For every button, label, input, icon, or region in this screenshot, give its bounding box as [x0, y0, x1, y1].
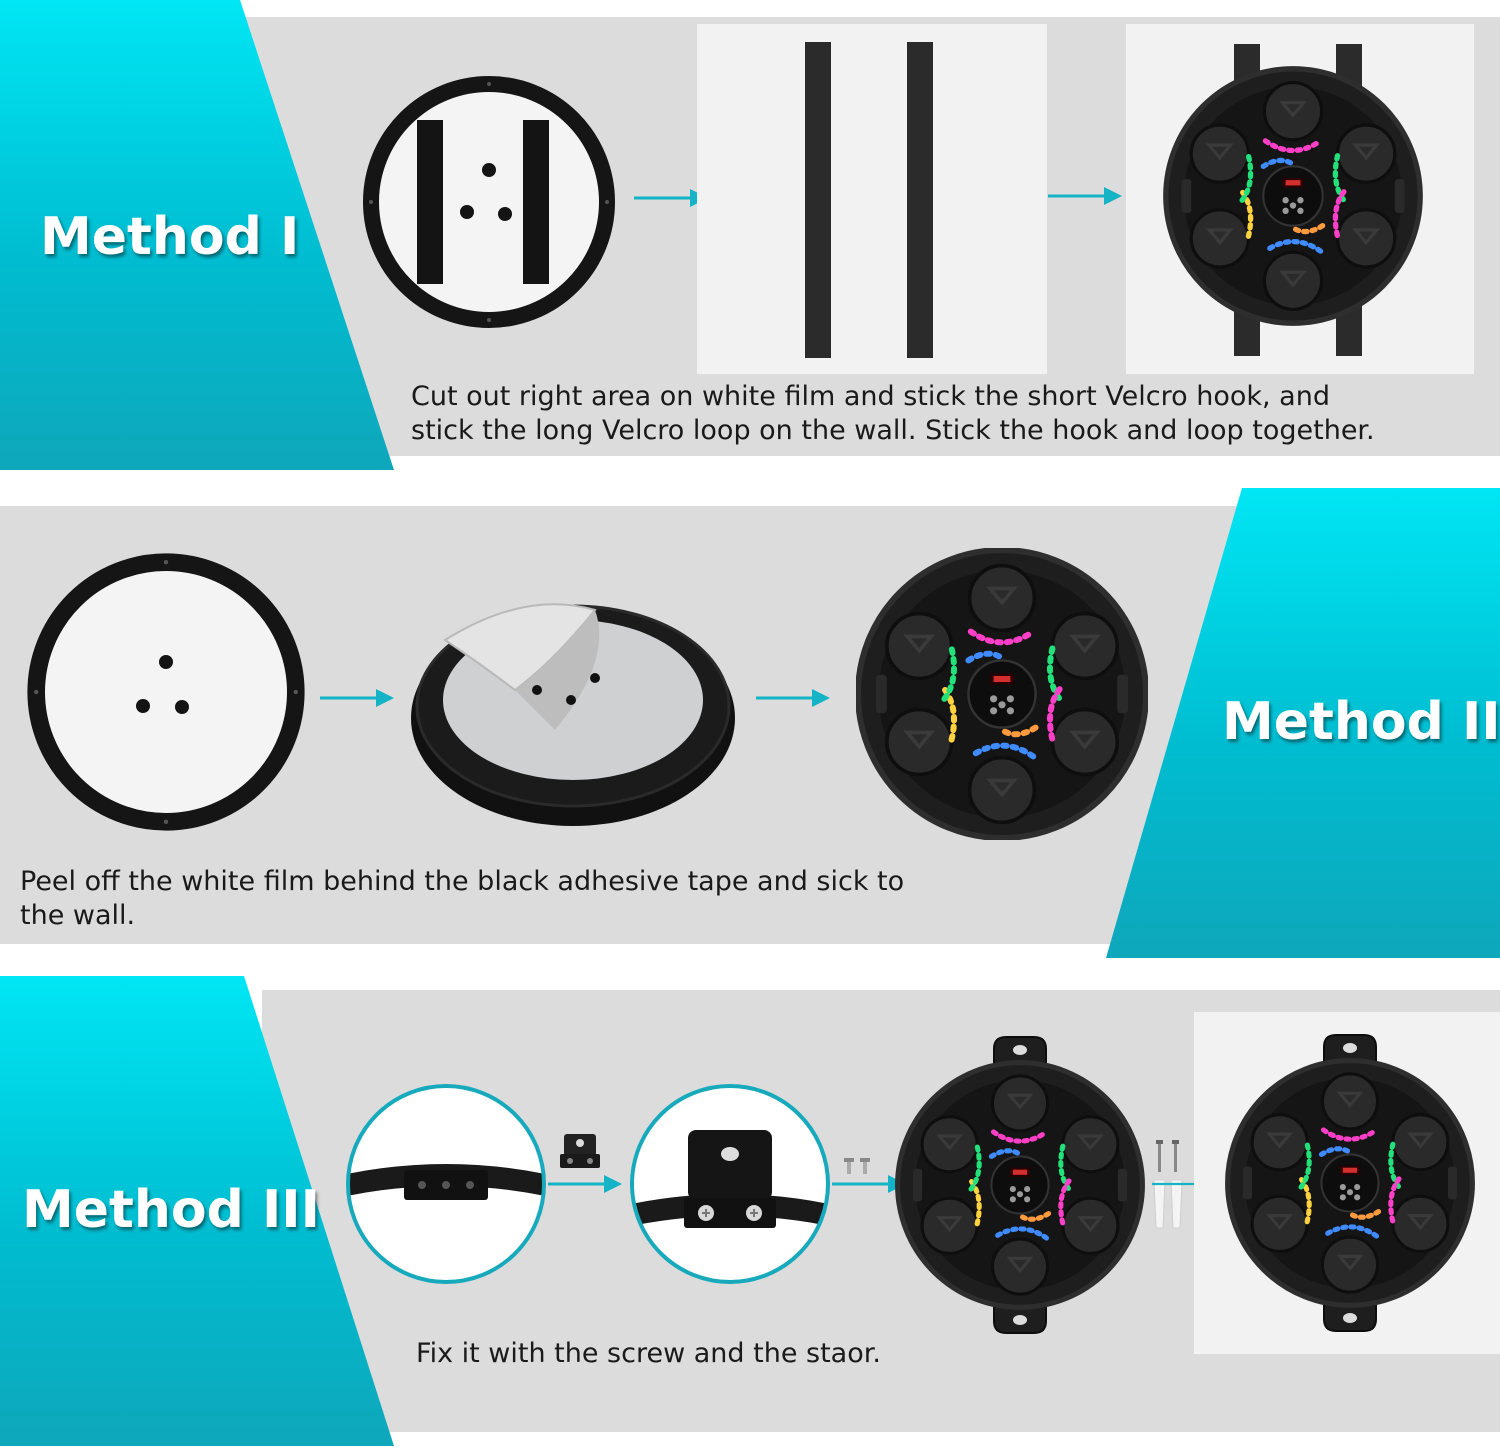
film-ring-icon [357, 70, 621, 334]
method-1-caption: Cut out right area on white film and sti… [411, 380, 1375, 448]
velcro-strip-icon [417, 120, 443, 284]
boxing-machine-icon [1220, 1034, 1480, 1332]
method-1-label: Method I [40, 207, 300, 267]
caption-line: Peel off the white film behind the black… [20, 866, 905, 897]
film-ring-icon [24, 550, 308, 834]
mounting-bracket-icon [560, 1134, 600, 1168]
method-3-caption: Fix it with the screw and the staor. [416, 1337, 881, 1371]
velcro-loop-strips-icon [805, 42, 933, 358]
screw-icon [844, 1158, 870, 1174]
boxing-machine-icon [1126, 44, 1474, 356]
caption-line: the wall. [20, 900, 136, 931]
arrow-right-icon [320, 687, 396, 709]
boxing-machine-icon [856, 548, 1148, 840]
arrow-right-icon [756, 687, 832, 709]
caption-line: Cut out right area on white film and sti… [411, 381, 1330, 412]
arrow-right-icon [548, 1173, 624, 1195]
bracket-closeup-icon [630, 1084, 830, 1284]
method-2-caption: Peel off the white film behind the black… [20, 865, 904, 933]
method-3-label: Method III [22, 1180, 320, 1240]
ring-closeup-icon [346, 1084, 546, 1284]
wall-anchor-icon [1153, 1140, 1183, 1229]
wall-velcro-box [697, 24, 1047, 374]
peeling-film-icon [411, 603, 735, 826]
boxing-machine-icon [890, 1036, 1150, 1334]
arrow-right-icon [1048, 185, 1124, 207]
caption-line: stick the long Velcro loop on the wall. … [411, 415, 1375, 446]
caption-line: Fix it with the screw and the staor. [416, 1338, 881, 1369]
method-2-label: Method II [1222, 692, 1500, 752]
